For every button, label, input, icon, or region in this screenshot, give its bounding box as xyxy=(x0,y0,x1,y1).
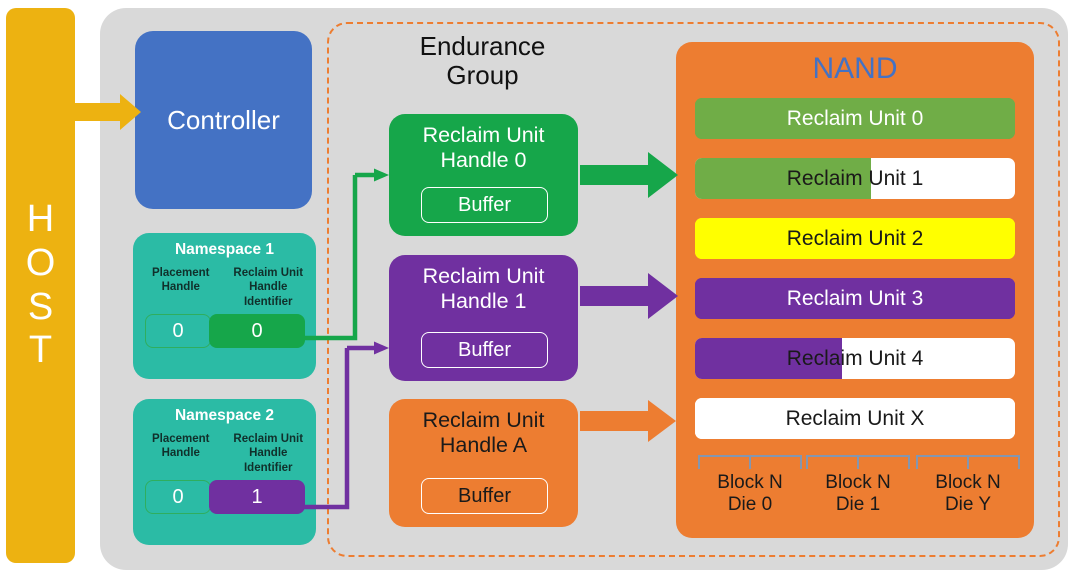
reclaim-unit-handle-0-title: Reclaim Unit Handle 0 xyxy=(423,123,545,173)
die-0-bracket-lend xyxy=(698,455,701,469)
namespace-2-values: 0 1 xyxy=(145,480,305,514)
reclaim-unit-handle-a-buffer: Buffer xyxy=(421,478,548,514)
die-1-bracket-mid xyxy=(856,455,860,469)
die-1-bracket xyxy=(806,455,910,469)
reclaim-unit-4-label: Reclaim Unit 4 xyxy=(786,346,924,370)
reclaim-unit-0: Reclaim Unit 0 xyxy=(695,98,1015,139)
die-0-bracket-mid xyxy=(748,455,752,469)
die-1-label-line1: Block N xyxy=(825,472,891,493)
ruh1-title-line2: Handle 1 xyxy=(440,288,527,313)
die-0-label-line2: Die 0 xyxy=(727,493,773,515)
die-2-label-line2: Die Y xyxy=(944,493,992,515)
reclaim-unit-5-label: Reclaim Unit X xyxy=(785,406,925,430)
reclaim-unit-3-fill xyxy=(695,278,1015,319)
die-1-label-line2: Die 1 xyxy=(835,493,881,515)
namespace-1-title: Namespace 1 xyxy=(174,241,275,258)
reclaim-unit-0-label: Reclaim Unit 0 xyxy=(786,106,924,130)
reclaim-unit-3: Reclaim Unit 3 xyxy=(695,278,1015,319)
reclaim-unit-3-label: Reclaim Unit 3 xyxy=(786,286,924,310)
die-1-bracket-rend xyxy=(907,455,910,469)
die-2-label-line1: Block N xyxy=(935,472,1001,493)
reclaim-unit-4: Reclaim Unit 4 xyxy=(695,338,1015,379)
reclaim-unit-1-fill xyxy=(695,158,871,199)
endurance-group-title: Endurance Group xyxy=(395,31,570,91)
namespace-2-ruhid-value: 1 xyxy=(209,480,305,514)
die-0-bracket-rend xyxy=(799,455,802,469)
endurance-group-title-line1: Endurance xyxy=(419,31,546,61)
reclaim-unit-handle-a-title: Reclaim Unit Handle A xyxy=(423,408,545,458)
die-1-bracket-lend xyxy=(806,455,809,469)
reclaim-unit-handle-a-box: Reclaim Unit Handle A Buffer xyxy=(389,399,578,527)
reclaim-unit-1-label: Reclaim Unit 1 xyxy=(786,166,924,190)
reclaim-unit-handle-1-title: Reclaim Unit Handle 1 xyxy=(423,264,545,314)
reclaim-unit-2: Reclaim Unit 2 xyxy=(695,218,1015,259)
reclaim-unit-1: Reclaim Unit 1 xyxy=(695,158,1015,199)
ruh0-title-line1: Reclaim Unit xyxy=(422,123,545,147)
die-2-bracket-lend xyxy=(916,455,919,469)
reclaim-unit-5-fill xyxy=(695,398,1015,439)
ruh1-title-line1: Reclaim Unit xyxy=(422,264,545,288)
reclaim-unit-2-fill xyxy=(695,218,1015,259)
host-letter-o: O xyxy=(25,241,56,284)
namespace-2-placement-handle-value: 0 xyxy=(145,480,211,514)
host-letter-s: S xyxy=(27,285,54,328)
die-2-bracket-rend xyxy=(1017,455,1020,469)
nand-box: NAND Reclaim Unit 0 Reclaim Unit 1 Reclaim… xyxy=(676,42,1034,538)
die-2-bracket xyxy=(916,455,1020,469)
reclaim-unit-handle-0-buffer: Buffer xyxy=(421,187,548,223)
reclaim-unit-handle-0-box: Reclaim Unit Handle 0 Buffer xyxy=(389,114,578,236)
host-bar: H O S T xyxy=(6,8,75,563)
ruh0-title-line2: Handle 0 xyxy=(440,147,527,172)
die-0-label-line1: Block N xyxy=(717,472,783,493)
host-letter-h: H xyxy=(26,197,55,240)
namespace-1-values: 0 0 xyxy=(145,314,305,348)
host-letter-t: T xyxy=(28,329,53,372)
reclaim-unit-handle-1-box: Reclaim Unit Handle 1 Buffer xyxy=(389,255,578,381)
ruha-title-line1: Reclaim Unit xyxy=(422,408,545,432)
reclaim-unit-handle-1-buffer: Buffer xyxy=(421,332,548,368)
nand-title: NAND xyxy=(812,52,898,85)
endurance-group-title-line2: Group xyxy=(446,60,519,91)
die-0-bracket xyxy=(698,455,802,469)
reclaim-unit-0-fill xyxy=(695,98,1015,139)
namespace-1-ruhid-value: 0 xyxy=(209,314,305,348)
controller-box: Controller xyxy=(135,31,312,209)
reclaim-unit-4-fill xyxy=(695,338,843,379)
die-2-bracket-mid xyxy=(966,455,970,469)
ruha-title-line2: Handle A xyxy=(439,432,528,457)
namespace-2-title: Namespace 2 xyxy=(174,407,275,424)
reclaim-unit-5: Reclaim Unit X xyxy=(695,398,1015,439)
namespace-1-placement-handle-value: 0 xyxy=(145,314,211,348)
reclaim-unit-2-label: Reclaim Unit 2 xyxy=(786,226,924,250)
